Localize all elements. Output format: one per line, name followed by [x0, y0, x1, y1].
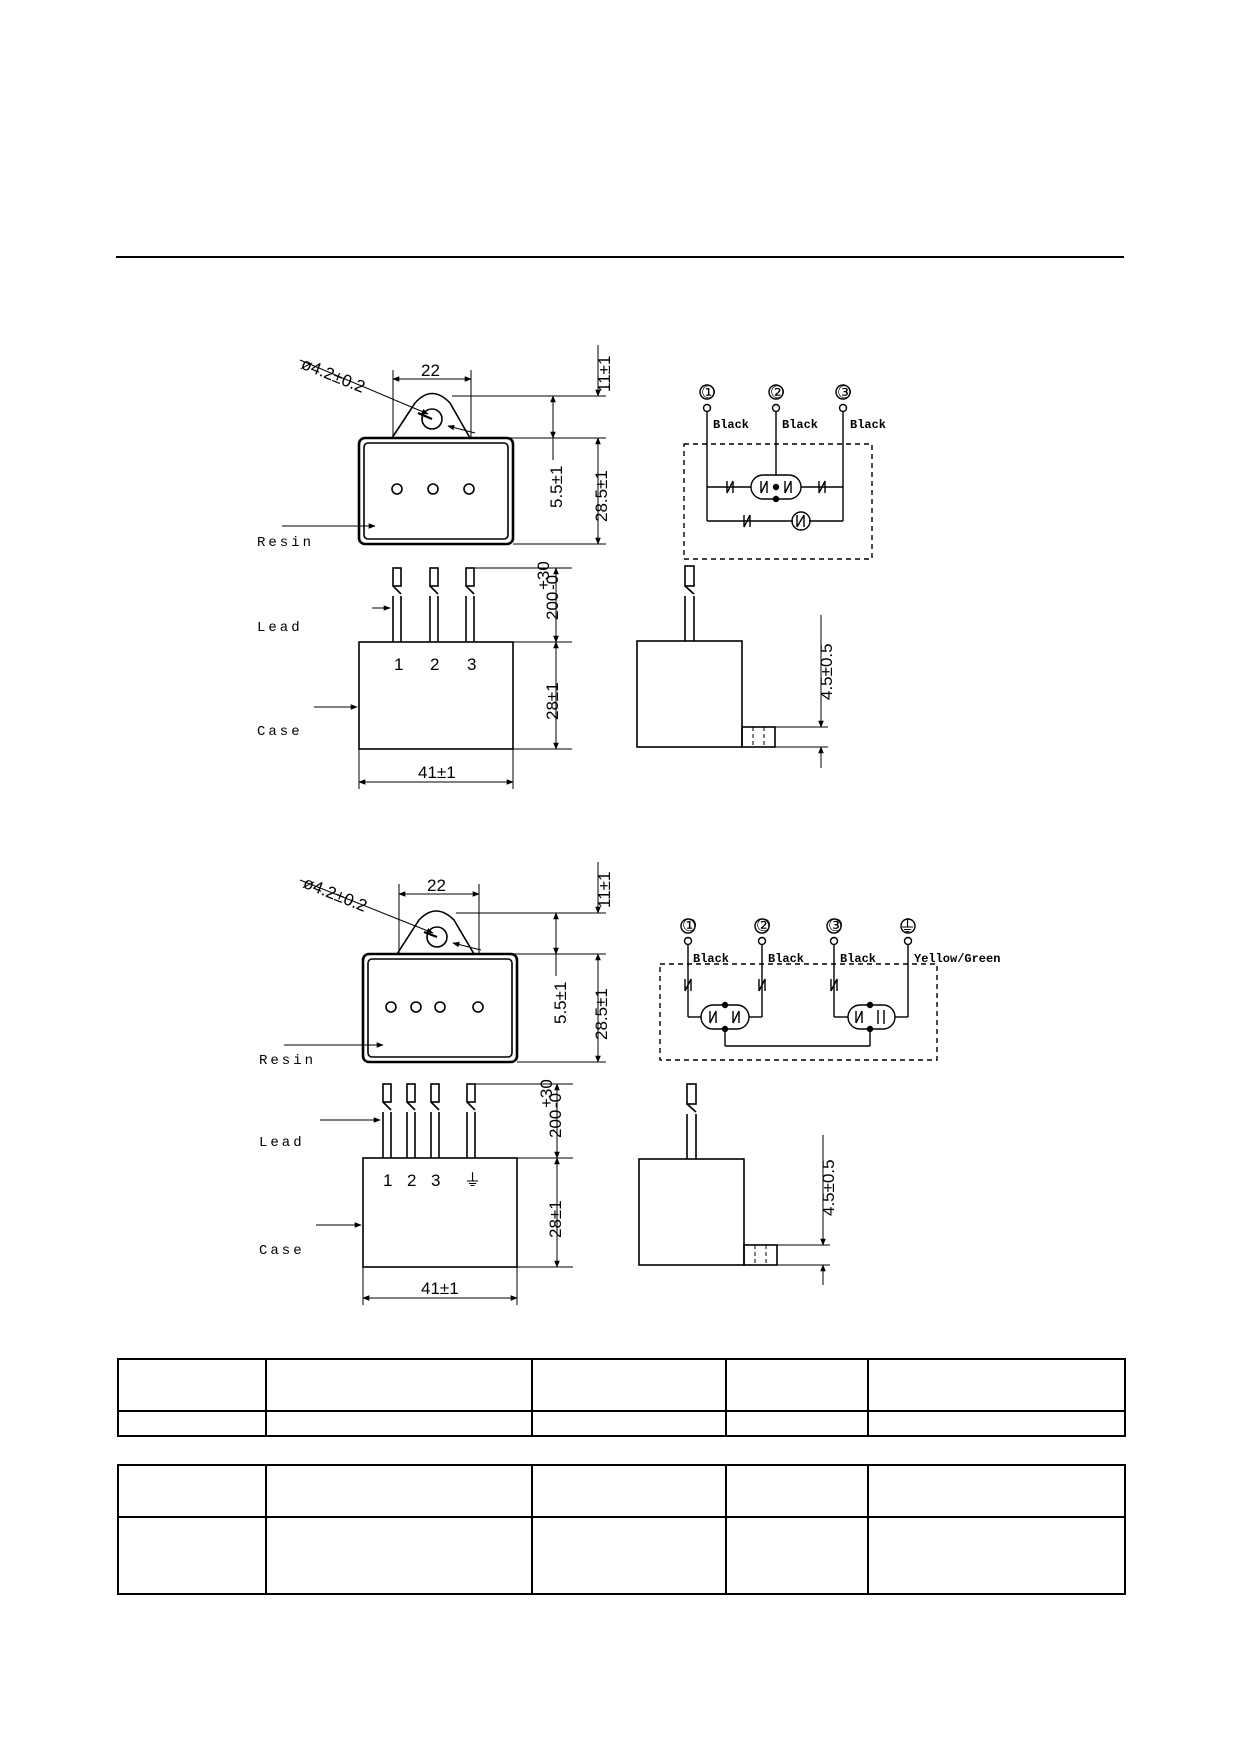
wire-color-2-2: Black	[768, 952, 804, 966]
case-label-1: Case	[257, 724, 303, 740]
leads-2	[382, 1083, 476, 1158]
table-row	[117, 1410, 1126, 1437]
side-dimension-1: 4.5±0.5	[817, 643, 836, 700]
svg-text:+30: +30	[534, 561, 553, 590]
svg-text:+30: +30	[537, 1079, 556, 1108]
lead-length-dimension-2: 200 +30 -0	[537, 1079, 565, 1138]
overall-height-dimension-2: 28.5±1	[592, 988, 611, 1040]
leads-1	[392, 567, 475, 642]
side-dimension-2: 4.5±0.5	[819, 1159, 838, 1216]
terminal-1-label-1: ①	[701, 383, 716, 402]
hole-dimension-1: ø4.2±0.2	[299, 354, 368, 397]
wire-color-3-1: Black	[850, 418, 886, 432]
tab-height-dimension-2: 11±1	[595, 872, 614, 908]
drawing-2	[284, 862, 938, 1305]
terminal-2-label-1: ②	[770, 383, 785, 402]
table-row	[117, 1358, 1126, 1412]
width-top-dimension-2: 22	[427, 876, 446, 895]
hole-dimension-2: ø4.2±0.2	[301, 873, 370, 916]
side-view-1	[636, 565, 828, 768]
pin-3-label-1: 3	[467, 655, 476, 674]
wire-color-3-2: Black	[840, 952, 876, 966]
table-row	[117, 1516, 1126, 1595]
table-cell	[531, 1410, 727, 1437]
spec-table-1	[117, 1358, 1126, 1437]
case-height-dimension-2: 28±1	[546, 1200, 565, 1238]
svg-text:-0: -0	[543, 575, 562, 590]
table-cell	[531, 1464, 727, 1518]
pin-1-label-2: 1	[383, 1171, 392, 1190]
terminal-1-label-2: ①	[682, 916, 697, 935]
case-1	[358, 641, 514, 750]
table-cell	[265, 1410, 533, 1437]
terminal-3-label-2: ③	[828, 916, 843, 935]
table-cell	[117, 1464, 267, 1518]
pin-ground-label-2: ⏚	[464, 1171, 481, 1190]
table-cell	[265, 1358, 533, 1412]
pin-2-label-2: 2	[407, 1171, 416, 1190]
tab-height-dimension-1: 11±1	[595, 356, 614, 392]
table-cell	[531, 1516, 727, 1595]
width-top-dimension-1: 22	[421, 361, 440, 380]
lead-label-1: Lead	[257, 620, 303, 636]
svg-text:-0: -0	[546, 1093, 565, 1108]
table-cell	[725, 1464, 869, 1518]
pin-3-label-2: 3	[431, 1171, 440, 1190]
table-cell	[117, 1410, 267, 1437]
table-cell	[867, 1516, 1126, 1595]
case-width-dimension-2: 41±1	[421, 1279, 459, 1298]
table-cell	[867, 1358, 1126, 1412]
svg-text:200: 200	[546, 1110, 565, 1138]
table-cell	[117, 1516, 267, 1595]
table-cell	[265, 1464, 533, 1518]
table-cell	[725, 1358, 869, 1412]
inner-height-dimension-1: 5.5±1	[547, 466, 566, 508]
table-cell	[117, 1358, 267, 1412]
table-cell	[867, 1410, 1126, 1437]
terminal-2-label-2: ②	[756, 916, 771, 935]
schematic-2	[659, 918, 938, 1061]
pin-1-label-1: 1	[394, 655, 403, 674]
table-cell	[725, 1410, 869, 1437]
schematic-1	[683, 384, 873, 560]
table-cell	[265, 1516, 533, 1595]
case-2	[362, 1157, 518, 1268]
resin-label-1: Resin	[257, 535, 314, 551]
table-row	[117, 1464, 1126, 1518]
lead-length-dimension-1: 200 +30 -0	[534, 561, 562, 620]
case-width-dimension-1: 41±1	[418, 763, 456, 782]
lead-label-2: Lead	[259, 1135, 305, 1151]
inner-height-dimension-2: 5.5±1	[551, 982, 570, 1024]
drawing-1	[282, 345, 873, 789]
table-cell	[531, 1358, 727, 1412]
wire-color-2-1: Black	[782, 418, 818, 432]
table-cell	[725, 1516, 869, 1595]
terminal-ground-symbol-2: ⏚	[899, 917, 916, 936]
spec-table-2	[117, 1464, 1126, 1595]
case-height-dimension-1: 28±1	[543, 682, 562, 720]
svg-text:200: 200	[543, 592, 562, 620]
pin-2-label-1: 2	[430, 655, 439, 674]
case-label-2: Case	[259, 1243, 305, 1259]
wire-color-1-2: Black	[693, 952, 729, 966]
resin-top-view-1	[357, 392, 515, 546]
resin-label-2: Resin	[259, 1053, 316, 1069]
resin-top-view-2	[361, 910, 519, 1064]
wire-color-1-1: Black	[713, 418, 749, 432]
table-cell	[867, 1464, 1126, 1518]
side-view-2	[638, 1083, 830, 1285]
wire-color-ground-2: Yellow/Green	[914, 952, 1000, 966]
terminal-3-label-1: ③	[837, 383, 852, 402]
header-rule	[116, 256, 1124, 258]
overall-height-dimension-1: 28.5±1	[592, 470, 611, 522]
